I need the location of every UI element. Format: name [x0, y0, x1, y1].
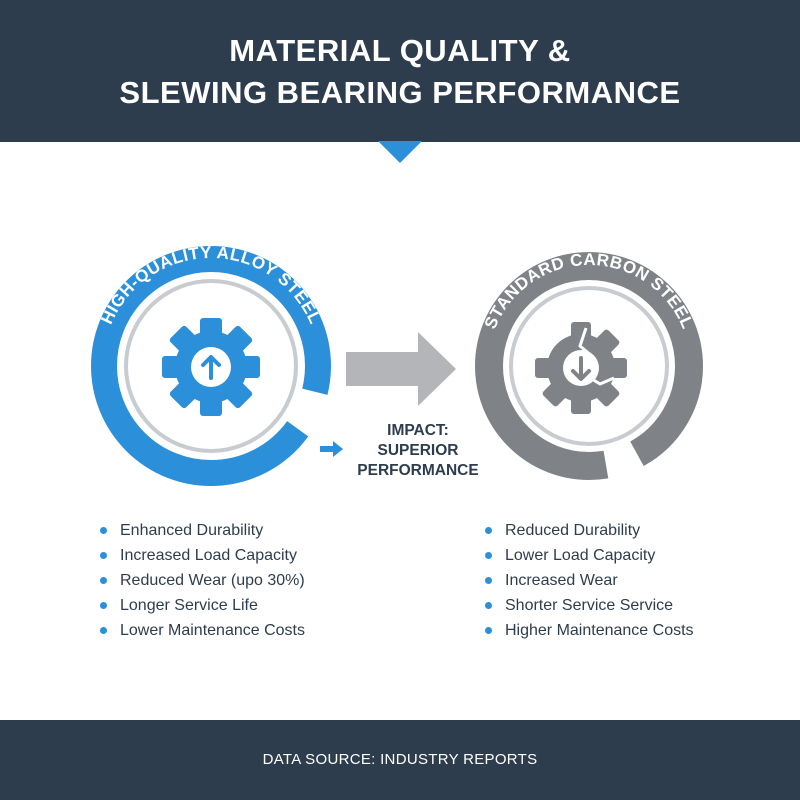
cracked-gear-arrow-down-icon — [535, 322, 627, 414]
list-item: Increased Wear — [485, 568, 745, 593]
list-item: Longer Service Life — [100, 593, 360, 618]
bullet-icon — [100, 527, 107, 534]
data-source-note: DATA SOURCE: INDUSTRY REPORTS — [262, 751, 538, 768]
page-title: MATERIAL QUALITY & SLEWING BEARING PERFO… — [0, 30, 800, 114]
list-item: Reduced Durability — [485, 518, 745, 543]
arrow-right-icon — [320, 441, 343, 457]
header-banner: MATERIAL QUALITY & SLEWING BEARING PERFO… — [0, 0, 800, 142]
impact-line-1: IMPACT: — [387, 422, 449, 439]
carbon-steel-inner-ring — [509, 286, 669, 446]
impact-callout: IMPACT: SUPERIOR PERFORMANCE — [318, 413, 490, 483]
bullet-icon — [485, 527, 492, 534]
bullet-icon — [100, 577, 107, 584]
list-item: Shorter Service Service — [485, 593, 745, 618]
carbon-steel-drawbacks-list: Reduced Durability Lower Load Capacity I… — [485, 518, 745, 643]
header-pointer-icon — [378, 141, 422, 163]
alloy-steel-badge: HIGH-QUALITY ALLOY STEEL — [91, 243, 331, 486]
list-item: Reduced Wear (upo 30%) — [100, 568, 360, 593]
alloy-steel-ring — [91, 246, 331, 486]
alloy-steel-benefits-list: Enhanced Durability Increased Load Capac… — [100, 518, 360, 643]
bullet-icon — [100, 552, 107, 559]
bullet-icon — [485, 627, 492, 634]
bullet-icon — [485, 552, 492, 559]
footer-banner: DATA SOURCE: INDUSTRY REPORTS — [0, 720, 800, 800]
impact-text: IMPACT: SUPERIOR PERFORMANCE — [346, 421, 490, 481]
bullet-icon — [100, 627, 107, 634]
gear-arrow-up-icon — [162, 318, 260, 416]
list-item: Enhanced Durability — [100, 518, 360, 543]
list-item: Higher Maintenance Costs — [485, 618, 745, 643]
bullet-icon — [100, 602, 107, 609]
list-item: Lower Maintenance Costs — [100, 618, 360, 643]
carbon-steel-badge: STANDARD CARBON STEEL — [475, 250, 703, 480]
carbon-steel-ring — [475, 252, 703, 480]
title-line-2: SLEWING BEARING PERFORMANCE — [119, 75, 681, 110]
bullet-icon — [485, 577, 492, 584]
bullet-icon — [485, 602, 492, 609]
impact-line-2: SUPERIOR — [377, 442, 459, 459]
impact-line-3: PERFORMANCE — [357, 462, 479, 479]
list-item: Increased Load Capacity — [100, 543, 360, 568]
title-line-1: MATERIAL QUALITY & — [229, 33, 571, 68]
list-item: Lower Load Capacity — [485, 543, 745, 568]
comparison-arrow-icon — [346, 332, 456, 406]
alloy-steel-inner-ring — [124, 279, 298, 453]
